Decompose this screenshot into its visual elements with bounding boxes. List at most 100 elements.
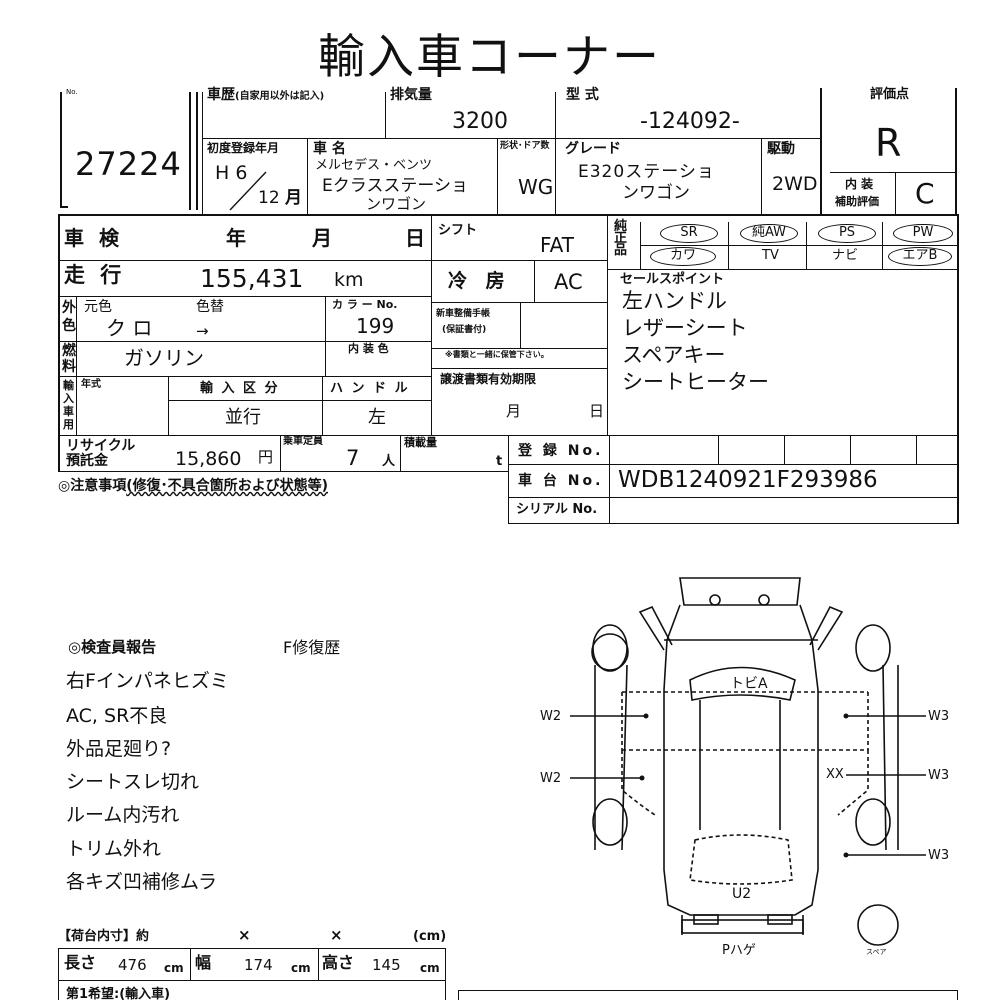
- inspection-day: 日: [405, 226, 425, 250]
- grid-line: [280, 435, 281, 471]
- drive-label: 駆動: [767, 141, 795, 157]
- recycle-label-1: リサイクル: [66, 438, 136, 454]
- bottom-box-line: [458, 990, 958, 991]
- inspection-year: 年: [226, 226, 246, 250]
- grid-line: [609, 435, 610, 524]
- car-maker: メルセデス・ベンツ: [315, 158, 433, 173]
- maintenance-label-2: (保証書付): [442, 325, 487, 335]
- first-reg-month-unit: 月: [285, 188, 303, 208]
- mileage-value: 155,431: [200, 264, 304, 293]
- fuel-value: ガソリン: [124, 346, 204, 370]
- grid-line: [850, 435, 851, 464]
- grid-line: [325, 341, 326, 376]
- grid-line: [508, 435, 509, 524]
- grid-line: [806, 222, 807, 269]
- diagram-roof: トビA: [730, 676, 768, 692]
- recycle-value: 15,860: [175, 448, 242, 470]
- notes-label-text: ◎注意事項: [58, 478, 127, 494]
- report-item-2: AC, SR不良: [66, 705, 168, 727]
- documents-day: 日: [589, 402, 605, 420]
- mileage-unit: km: [334, 269, 364, 291]
- grid-line: [58, 341, 431, 342]
- length-unit: cm: [164, 961, 184, 975]
- grade-line-1: E320ステーショ: [578, 162, 715, 182]
- hdr-line: [761, 138, 762, 214]
- first-reg-year: H 6: [215, 162, 248, 184]
- grid-line: [916, 435, 917, 464]
- lot-divider-b: [196, 92, 198, 210]
- grid-line: [520, 302, 521, 348]
- grid-line: [58, 471, 508, 472]
- color-arrow: →: [196, 322, 209, 340]
- option-airbag: エアB: [888, 247, 952, 266]
- model-type-label: 型 式: [566, 87, 599, 103]
- lot-divider-a: [189, 92, 191, 210]
- grid-line: [58, 214, 60, 471]
- capacity-unit: 人: [382, 454, 396, 469]
- inspection-label: 車 検: [64, 226, 123, 250]
- grade-label: グレード: [565, 141, 621, 157]
- interior-grade: C: [915, 177, 935, 210]
- length-value: 476: [118, 956, 147, 974]
- shift-value: FAT: [540, 233, 575, 257]
- grid-line: [168, 400, 431, 401]
- report-item-3: 外品足廻り?: [66, 738, 172, 760]
- dims-line: [190, 948, 191, 980]
- grid-line: [431, 348, 607, 349]
- diagram-right-2: W3: [928, 768, 950, 783]
- capacity-value: 7: [346, 446, 360, 470]
- grid-line: [728, 222, 729, 269]
- sales-point-2: レザーシート: [622, 316, 748, 340]
- registration-label: 登 録 No.: [518, 443, 604, 459]
- ac-label: 冷 房: [448, 270, 511, 292]
- hdr-line: [307, 138, 308, 214]
- load-unit: t: [496, 454, 503, 469]
- recycle-label-2: 預託金: [66, 453, 108, 469]
- cargo-x-1: ×: [238, 926, 251, 944]
- shift-label: シフト: [438, 223, 478, 238]
- color-change-label: 色替: [196, 299, 224, 315]
- page-title: 輸入車コーナー: [318, 30, 661, 85]
- color-code-label: カ ラ ー No.: [332, 298, 398, 311]
- import-year-label: 年式: [81, 379, 101, 390]
- grid-line: [322, 376, 323, 435]
- diagram-rear-u: U2: [732, 886, 752, 902]
- grid-line: [431, 214, 432, 435]
- report-item-1: 右Fインパネヒズミ: [66, 670, 229, 692]
- width-label: 幅: [195, 953, 212, 972]
- lot-label: No.: [66, 88, 78, 96]
- cargo-unit: (cm): [413, 929, 447, 944]
- diagram-left-front: W2: [540, 709, 562, 724]
- documents-label: 譲渡書類有効期限: [440, 372, 537, 386]
- cargo-label: 【荷台内寸】約: [58, 929, 150, 944]
- dims-line: [318, 948, 319, 980]
- dims-line: [58, 980, 446, 981]
- option-ps: PS: [818, 224, 876, 243]
- height-unit: cm: [420, 961, 440, 975]
- dims-line: [445, 948, 446, 1000]
- diagram-spare: スペア: [866, 948, 887, 956]
- sales-points-label: セールスポイント: [620, 272, 725, 287]
- grid-line: [76, 296, 77, 435]
- grid-line: [431, 302, 607, 303]
- grid-line: [607, 214, 608, 435]
- hdr-line: [895, 172, 896, 214]
- diagram-rear-p: Pハゲ: [722, 943, 756, 958]
- import-label: 輸入車用: [63, 379, 74, 431]
- grid-line: [58, 376, 431, 377]
- chassis-label: 車 台 No.: [518, 473, 604, 489]
- width-value: 174: [244, 956, 273, 974]
- ac-value: AC: [554, 270, 583, 294]
- grid-line: [882, 222, 883, 269]
- displacement-label: 排気量: [390, 87, 432, 103]
- grid-line: [607, 269, 957, 270]
- hdr-line: [555, 92, 556, 214]
- grid-line: [58, 296, 431, 297]
- color-label: 外色: [62, 300, 76, 334]
- capacity-label: 乗車定員: [283, 436, 323, 447]
- report-item-6: トリム外れ: [66, 838, 162, 860]
- grid-line: [718, 435, 719, 464]
- grid-line: [957, 214, 959, 524]
- hdr-line: [830, 172, 955, 173]
- grid-line: [534, 260, 535, 302]
